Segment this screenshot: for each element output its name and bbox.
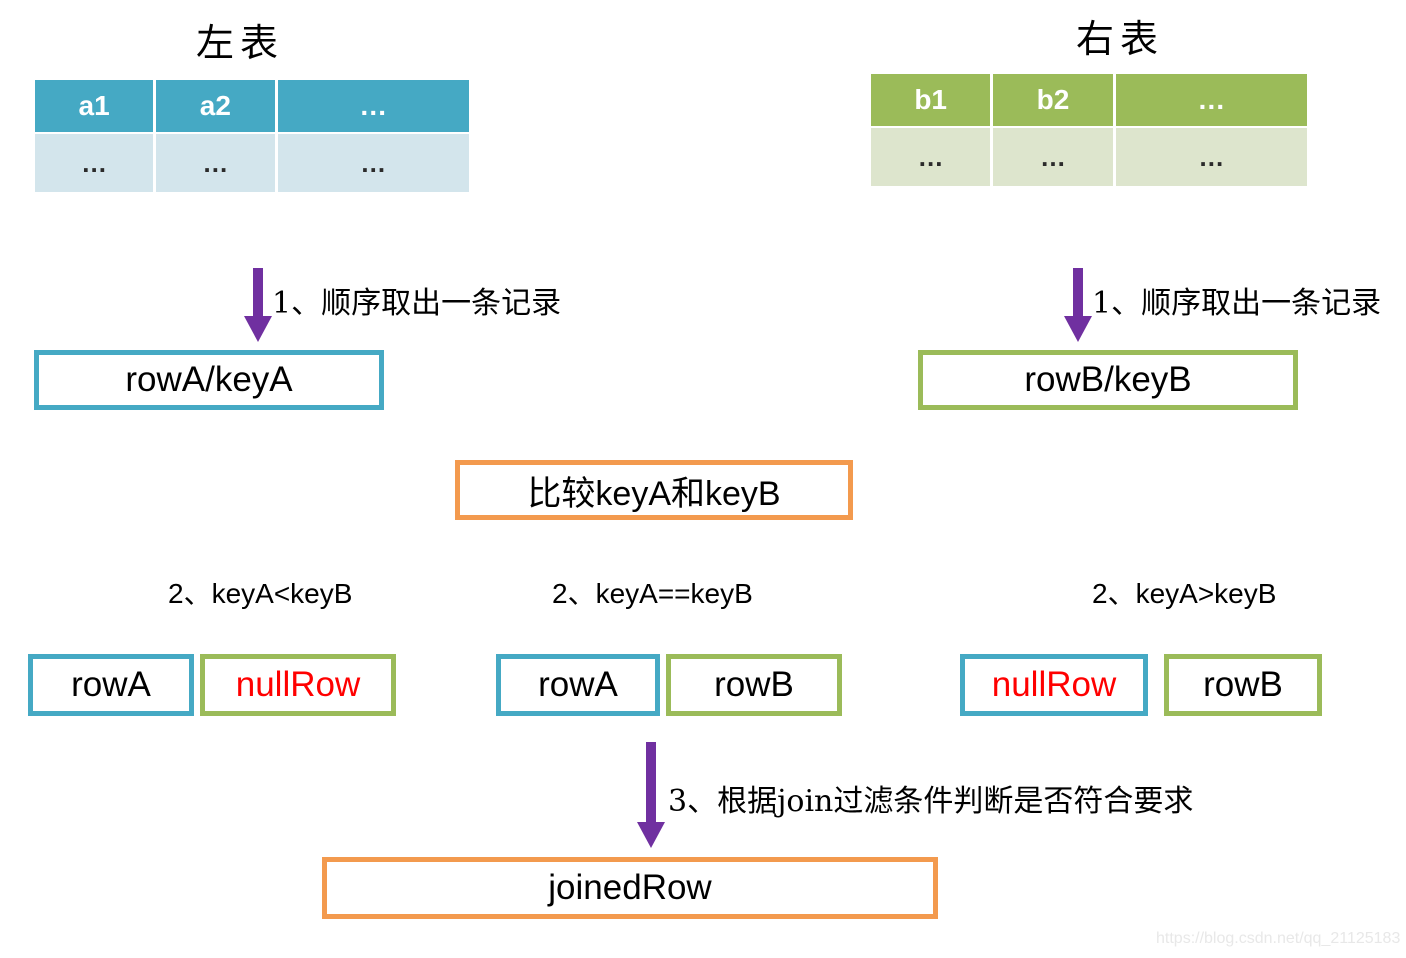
rowa-keya-box[interactable]: rowA/keyA: [34, 350, 384, 410]
step1-right-arrow-icon: [1064, 268, 1092, 342]
left-table-header-row: a1 a2 …: [35, 80, 469, 132]
right-table: b1 b2 … … … …: [868, 72, 1310, 188]
step1-left-label: 1、顺序取出一条记录: [272, 286, 562, 321]
rowb-keyb-box[interactable]: rowB/keyB: [918, 350, 1298, 410]
right-table-header-cell: b1: [871, 74, 991, 126]
left-table-cell: …: [277, 134, 469, 192]
pair-greater-left-box[interactable]: nullRow: [960, 654, 1148, 716]
right-table-header-cell: …: [1115, 74, 1307, 126]
condition-greater-label: 2、keyA>keyB: [1092, 578, 1277, 609]
left-table-body-row: … … …: [35, 134, 469, 192]
pair-less-right-box[interactable]: nullRow: [200, 654, 396, 716]
pair-equal-right-box[interactable]: rowB: [666, 654, 842, 716]
right-table-header-row: b1 b2 …: [871, 74, 1307, 126]
condition-less-label: 2、keyA<keyB: [168, 578, 353, 609]
right-table-cell: …: [1115, 128, 1307, 186]
left-table-title: 左表: [195, 21, 284, 65]
pair-greater-right-box[interactable]: rowB: [1164, 654, 1322, 716]
right-table-cell: …: [871, 128, 991, 186]
step1-right-label: 1、顺序取出一条记录: [1092, 286, 1382, 321]
joined-row-box[interactable]: joinedRow: [322, 857, 938, 919]
step3-label: 3、根据join过滤条件判断是否符合要求: [668, 784, 1194, 819]
pair-less-left-box[interactable]: rowA: [28, 654, 194, 716]
right-table-body-row: … … …: [871, 128, 1307, 186]
step3-arrow-icon: [637, 742, 665, 848]
pair-equal-left-box[interactable]: rowA: [496, 654, 660, 716]
right-table-header-cell: b2: [993, 74, 1113, 126]
left-table-header-cell: a1: [35, 80, 154, 132]
right-table-title: 右表: [1075, 17, 1164, 61]
right-table-cell: …: [993, 128, 1113, 186]
condition-equal-label: 2、keyA==keyB: [552, 578, 753, 609]
left-table-header-cell: a2: [156, 80, 275, 132]
left-table-cell: …: [35, 134, 154, 192]
left-table-header-cell: …: [277, 80, 469, 132]
watermark: https://blog.csdn.net/qq_21125183: [1156, 930, 1401, 947]
left-table-cell: …: [156, 134, 275, 192]
left-table: a1 a2 … … … …: [32, 78, 472, 194]
compare-keys-box[interactable]: 比较keyA和keyB: [455, 460, 853, 520]
step1-left-arrow-icon: [244, 268, 272, 342]
